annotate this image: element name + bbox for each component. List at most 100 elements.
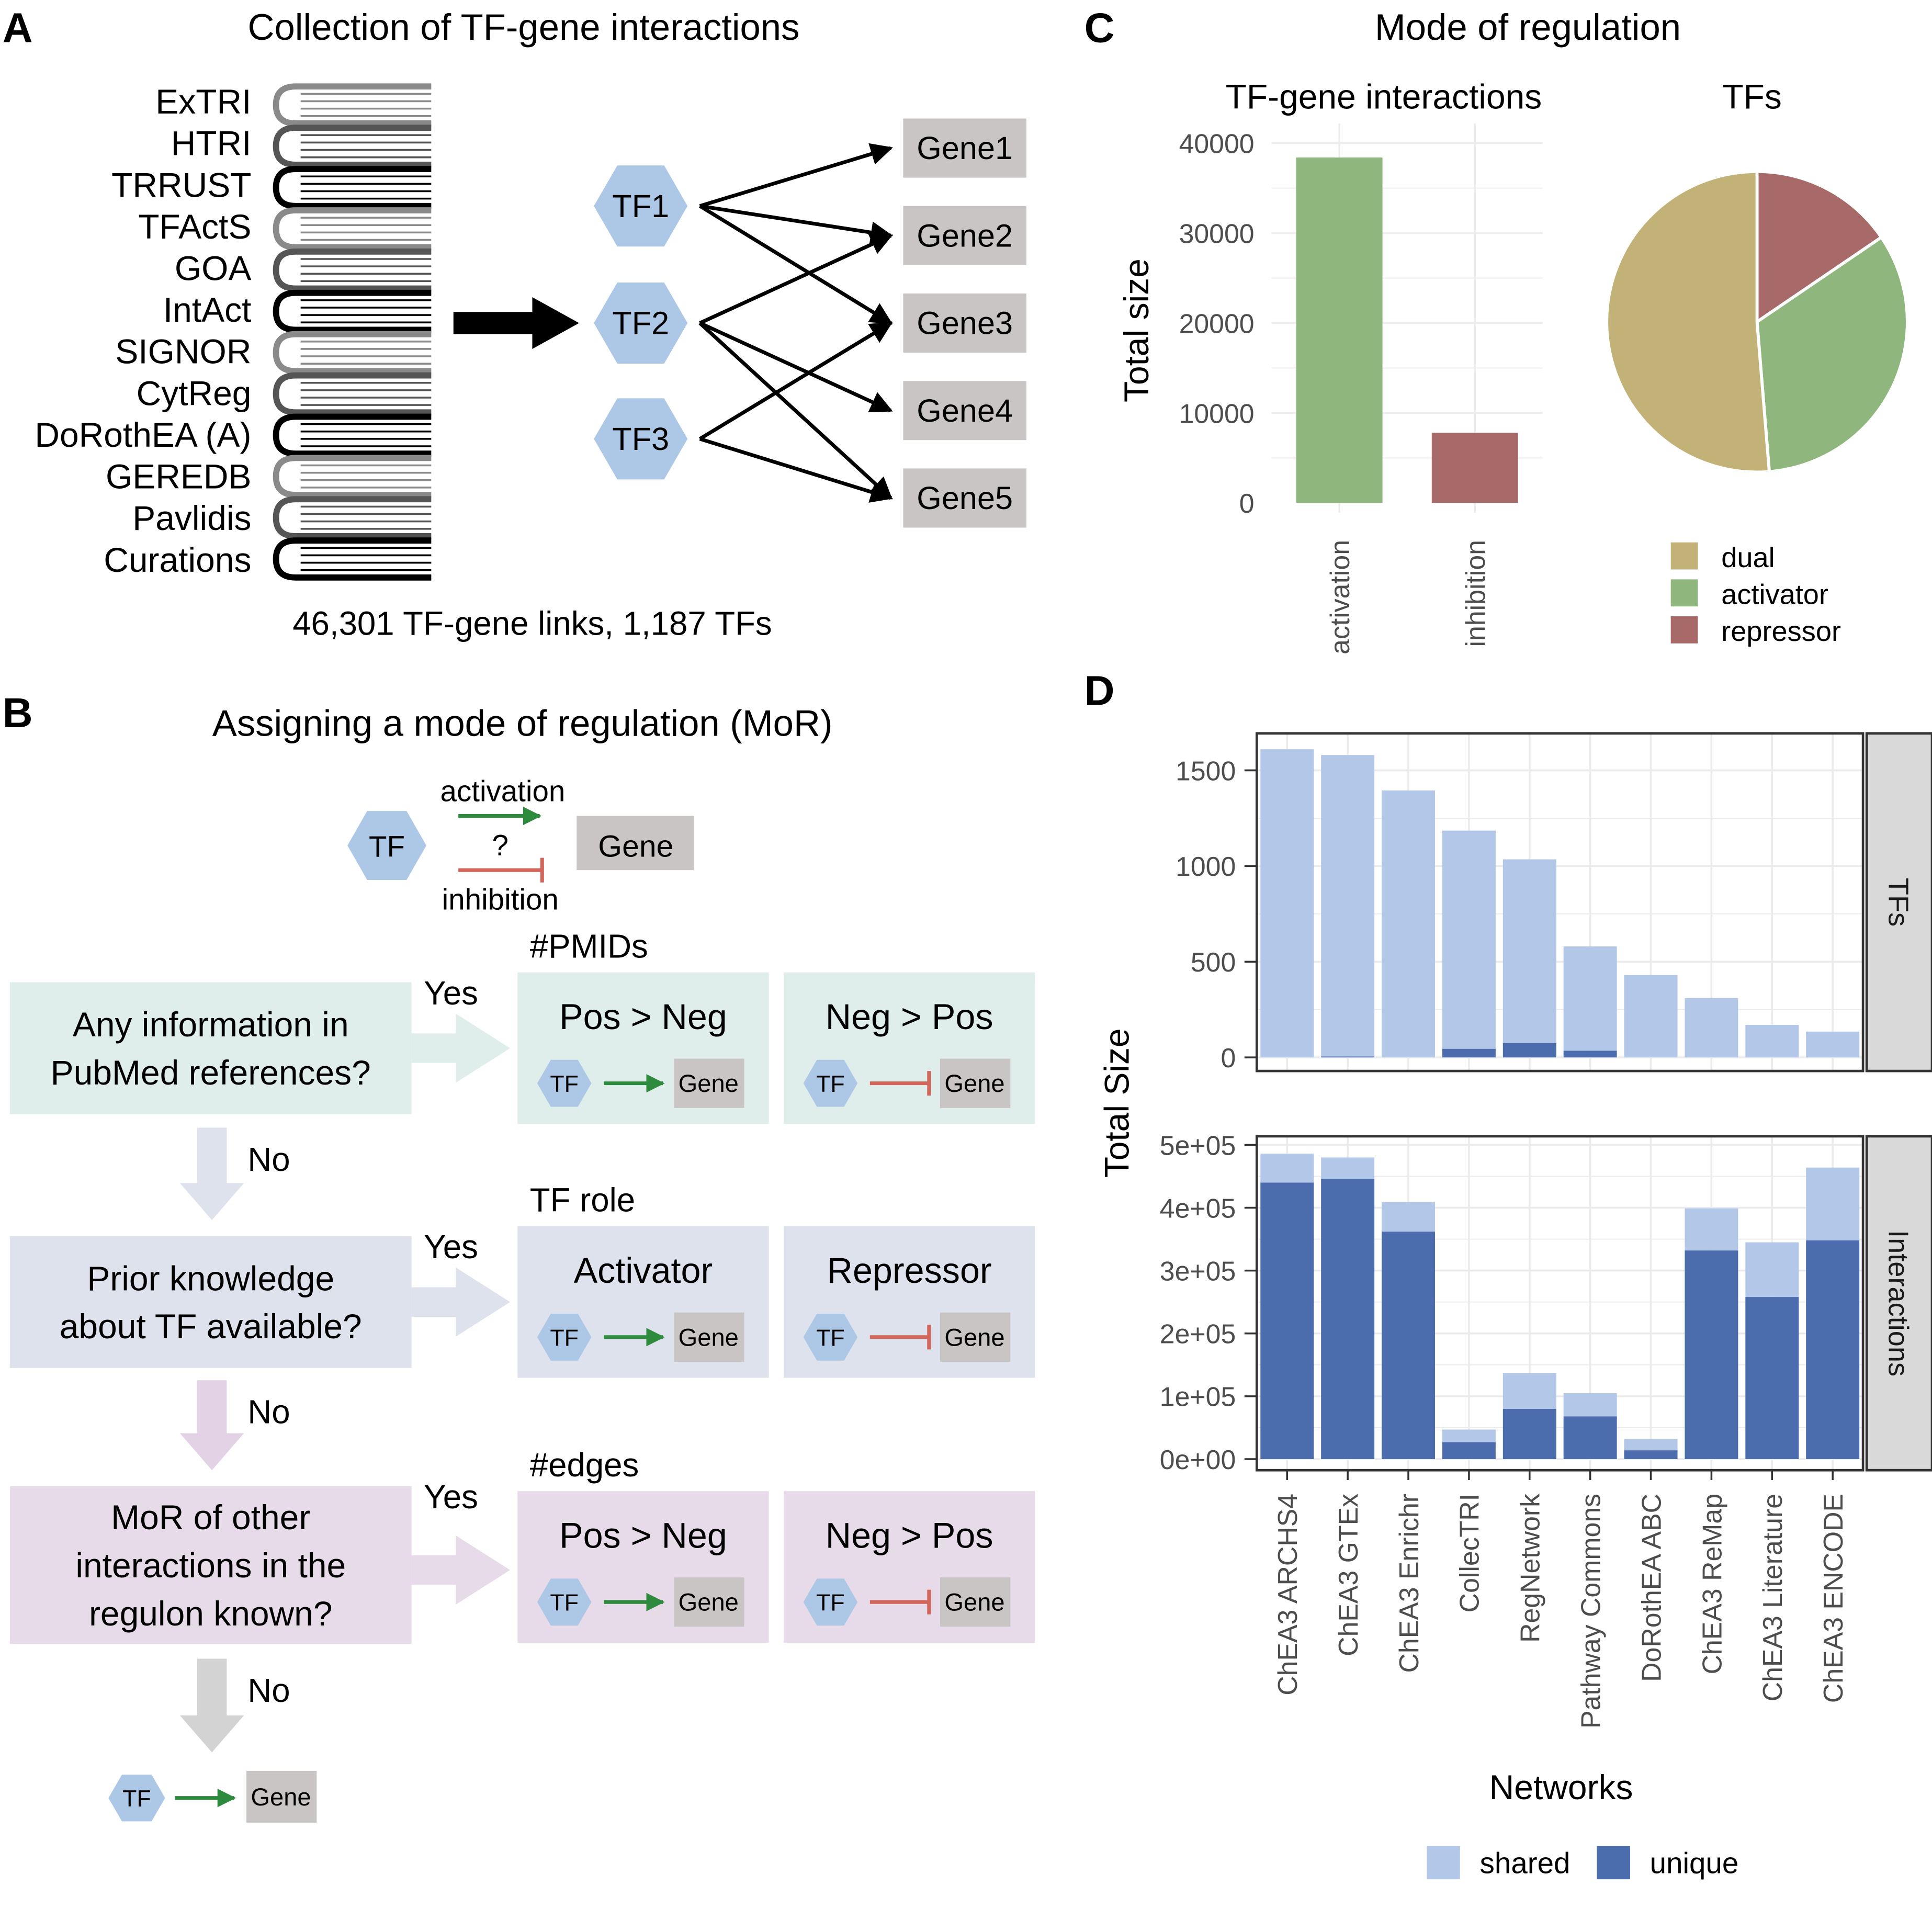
no-label: No xyxy=(247,1141,290,1178)
bar-unique xyxy=(1806,1240,1860,1459)
tf-hex-icon xyxy=(537,1313,592,1361)
y-axis-label: Total Size xyxy=(1097,1028,1136,1178)
legend-activation-label: activation xyxy=(440,774,566,807)
gene-box-icon xyxy=(940,1577,1011,1627)
gene-box xyxy=(903,468,1026,528)
x-tick-label: inhibition xyxy=(1460,540,1490,647)
bar-shared xyxy=(1260,1154,1314,1183)
legend-gene-label: Gene xyxy=(598,829,673,863)
source-label: Curations xyxy=(104,540,251,579)
outcome-label: Activator xyxy=(574,1251,713,1291)
question-text: interactions in the xyxy=(75,1546,346,1585)
gene-label: Gene2 xyxy=(917,218,1013,253)
bar-chart-title: TF-gene interactions xyxy=(1226,77,1542,116)
bar-unique xyxy=(1260,1182,1314,1459)
source-label: DoRothEA (A) xyxy=(35,415,251,454)
question-text: PubMed references? xyxy=(51,1053,371,1092)
book-spine xyxy=(273,207,432,251)
legend-swatch-repressor xyxy=(1670,616,1698,643)
panel-a-letter: A xyxy=(3,4,33,51)
tf-label: TF1 xyxy=(612,188,669,224)
outcome-gene-label: Gene xyxy=(679,1588,739,1616)
tf-gene-edge-arrow xyxy=(698,204,893,325)
question-box xyxy=(9,1236,412,1368)
panel-d-letter: D xyxy=(1084,668,1115,714)
tf-gene-edge-arrow xyxy=(699,233,893,325)
tf-hex-icon xyxy=(594,282,688,364)
outcome-gene-label: Gene xyxy=(679,1069,739,1097)
book-spine xyxy=(273,125,432,168)
outcome-label: Pos > Neg xyxy=(559,1516,727,1556)
bar-shared xyxy=(1502,1373,1556,1409)
gene-box-icon xyxy=(674,1577,744,1627)
bar-unique xyxy=(1685,1250,1738,1459)
tf-gene-edge-arrow xyxy=(698,321,893,441)
book-spine xyxy=(273,289,432,333)
legend-inhibition-label: inhibition xyxy=(442,883,559,916)
source-label: SIGNOR xyxy=(115,332,251,371)
tf-hex-icon xyxy=(803,1313,858,1361)
question-box xyxy=(9,1486,412,1644)
bar-shared xyxy=(1563,946,1617,1051)
book-spine xyxy=(273,83,432,127)
gene-box-icon xyxy=(674,1312,744,1362)
y-tick-label: 40000 xyxy=(1179,128,1255,159)
source-label: HTRI xyxy=(171,124,252,163)
yes-label: Yes xyxy=(424,975,478,1012)
bar-unique xyxy=(1382,1232,1436,1459)
y-tick-label: 500 xyxy=(1191,947,1236,977)
y-tick-label: 20000 xyxy=(1179,308,1255,338)
x-axis-label: Networks xyxy=(1489,1768,1633,1807)
panel-c-title: Mode of regulation xyxy=(1375,6,1681,48)
panel-c-letter: C xyxy=(1084,4,1115,51)
legend-label: repressor xyxy=(1721,616,1841,647)
x-tick-label: ChEA3 ReMap xyxy=(1697,1494,1727,1674)
y-tick-label: 1500 xyxy=(1176,755,1236,786)
tf-role-pie-chart xyxy=(1605,170,1909,474)
bar-shared xyxy=(1806,1167,1860,1240)
source-label: CytReg xyxy=(137,374,252,412)
legend-swatch-dual xyxy=(1670,542,1698,570)
criterion-label: TF role xyxy=(530,1182,635,1219)
outcome-tf-label: TF xyxy=(550,1325,579,1351)
source-label: Pavlidis xyxy=(132,499,251,537)
tf-gene-edge-arrow xyxy=(699,204,894,244)
criterion-label: #PMIDs xyxy=(530,928,648,965)
panel-c: C Mode of regulation TF-gene interaction… xyxy=(1084,4,1909,654)
tf-gene-edge-arrow xyxy=(699,437,893,503)
bar-shared xyxy=(1745,1025,1799,1058)
collection-arrow-icon xyxy=(453,297,579,349)
outcome-tf-label: TF xyxy=(550,1590,579,1616)
tf-gene-edge-arrow xyxy=(698,321,892,500)
outcome-tf-label: TF xyxy=(816,1325,845,1351)
tf-gene-edge-arrow xyxy=(699,143,893,208)
legend-label: dual xyxy=(1721,542,1775,573)
tf-hex-icon xyxy=(803,1578,858,1626)
gene-label: Gene3 xyxy=(917,306,1013,341)
y-tick-label: 0 xyxy=(1239,488,1255,518)
book-spine xyxy=(273,455,432,498)
facet-Interactions: 0e+001e+052e+053e+054e+055e+05Interactio… xyxy=(1160,1130,1932,1475)
bar-shared xyxy=(1806,1031,1860,1058)
bar-unique xyxy=(1563,1051,1617,1058)
x-tick-label: ChEA3 Literature xyxy=(1757,1494,1788,1701)
y-tick-label: 0 xyxy=(1221,1043,1236,1073)
no-label: No xyxy=(247,1672,290,1709)
outcome-gene-label: Gene xyxy=(944,1323,1004,1351)
bar-shared xyxy=(1685,998,1738,1058)
tf-label: TF3 xyxy=(612,421,669,457)
y-tick-label: 1e+05 xyxy=(1160,1382,1236,1412)
legend-tf-label: TF xyxy=(369,830,405,863)
y-tick-label: 5e+05 xyxy=(1160,1130,1236,1160)
gene-box xyxy=(903,206,1026,265)
bar-shared xyxy=(1382,790,1436,1058)
no-arrow-icon xyxy=(179,1127,244,1221)
bar-activation xyxy=(1296,157,1383,503)
y-tick-label: 3e+05 xyxy=(1160,1256,1236,1286)
tf-hex-icon xyxy=(803,1059,858,1107)
bar-shared xyxy=(1260,749,1314,1058)
